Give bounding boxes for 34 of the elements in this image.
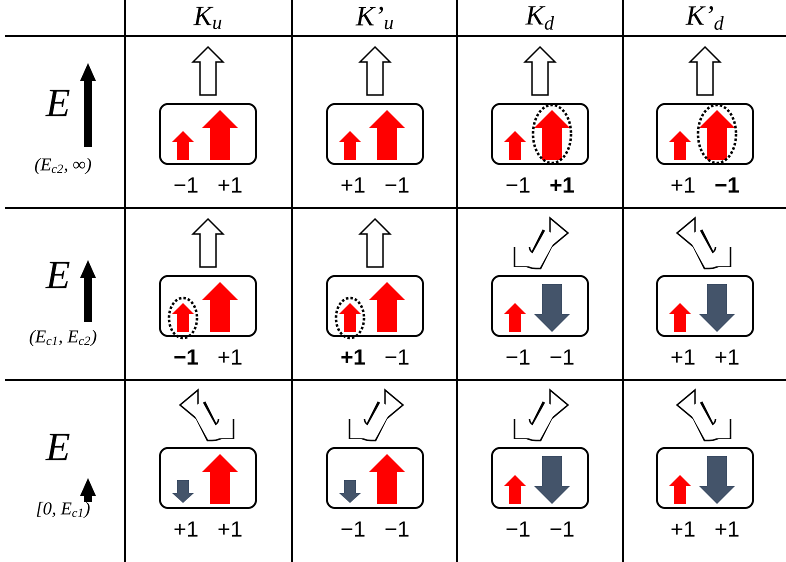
- value-label: −1: [506, 177, 530, 193]
- value-label: −1: [550, 349, 574, 365]
- value-label: +1: [174, 521, 198, 537]
- value-label: +1: [672, 177, 694, 193]
- row-label: E: [45, 434, 70, 460]
- column-header: K’$_{d}$: [686, 6, 724, 30]
- row-label: [0, E$_{c1}$): [36, 502, 90, 518]
- row-label: E: [45, 262, 70, 288]
- value-label: +1: [672, 521, 694, 537]
- value-label: −1: [506, 349, 530, 365]
- value-label: +1: [218, 177, 242, 193]
- value-label: +1: [218, 521, 242, 537]
- value-label: +1: [550, 177, 574, 193]
- row-label: (E$_{c1}$, E$_{c2}$): [30, 330, 96, 346]
- row-label: (E$_{c2}$, ∞): [35, 158, 92, 174]
- value-label: +1: [341, 349, 365, 365]
- value-label: −1: [386, 521, 408, 537]
- value-label: +1: [342, 177, 364, 193]
- column-header: K’$_{u}$: [356, 6, 393, 30]
- row-label: E: [45, 90, 70, 116]
- value-label: +1: [672, 349, 694, 365]
- value-label: +1: [716, 521, 738, 537]
- value-label: −1: [174, 177, 198, 193]
- value-label: −1: [342, 521, 364, 537]
- value-label: +1: [716, 349, 738, 365]
- value-label: +1: [218, 349, 242, 365]
- value-label: −1: [386, 177, 408, 193]
- column-header: K$_{d}$: [525, 6, 554, 30]
- column-header: K$_{u}$: [193, 6, 222, 30]
- value-label: −1: [174, 349, 198, 365]
- value-label: −1: [715, 177, 739, 193]
- value-label: −1: [386, 349, 408, 365]
- value-label: −1: [506, 521, 530, 537]
- value-label: −1: [550, 521, 574, 537]
